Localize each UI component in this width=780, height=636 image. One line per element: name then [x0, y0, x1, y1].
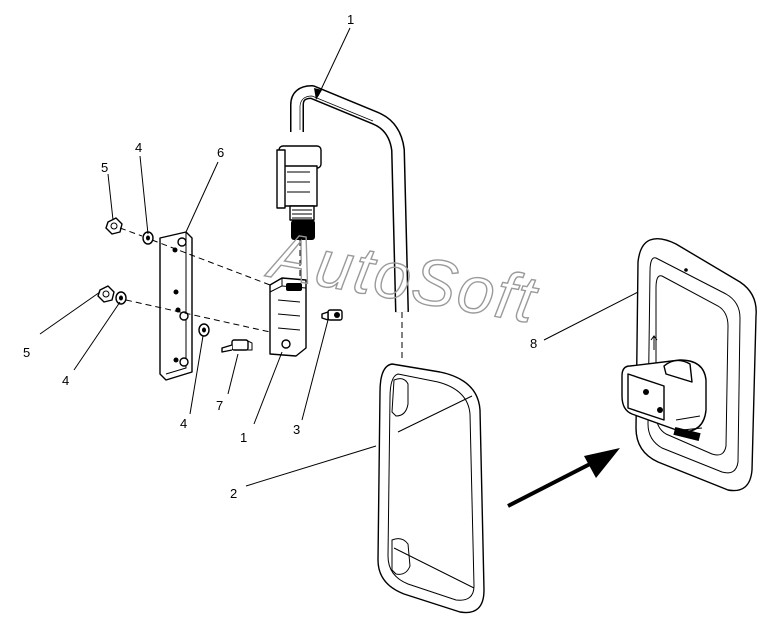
leader-lines [39, 27, 639, 487]
callout-4-left: 4 [62, 373, 69, 388]
nut-left [97, 285, 115, 303]
callout-5-left: 5 [23, 345, 30, 360]
callout-4-bottom: 4 [180, 416, 187, 431]
bolt [221, 339, 253, 353]
washer-bottom [198, 323, 210, 337]
clamp-block [269, 277, 307, 357]
bracket-plate [159, 231, 193, 381]
callout-1-bottom: 1 [240, 430, 247, 445]
callout-1-top: 1 [347, 12, 354, 27]
callout-2: 2 [230, 486, 237, 501]
mirror-head [377, 363, 485, 614]
mirror-mount-socket [621, 359, 707, 442]
callout-5-top: 5 [101, 160, 108, 175]
arm-clamp-body [276, 145, 322, 240]
callout-8: 8 [530, 336, 537, 351]
callout-3: 3 [293, 422, 300, 437]
bolt-line-top [119, 227, 143, 237]
washer-top [142, 231, 154, 245]
callout-7: 7 [216, 398, 223, 413]
nut-top [105, 217, 123, 235]
washer-left [115, 291, 127, 305]
mirror-arm-tube [290, 85, 409, 313]
callout-6: 6 [217, 145, 224, 160]
callout-4-topleft: 4 [135, 140, 142, 155]
assembly-direction-arrow [507, 448, 620, 508]
set-screw [321, 309, 343, 321]
assembly-line-upper [151, 239, 271, 286]
assembly-line-lower [125, 299, 271, 333]
